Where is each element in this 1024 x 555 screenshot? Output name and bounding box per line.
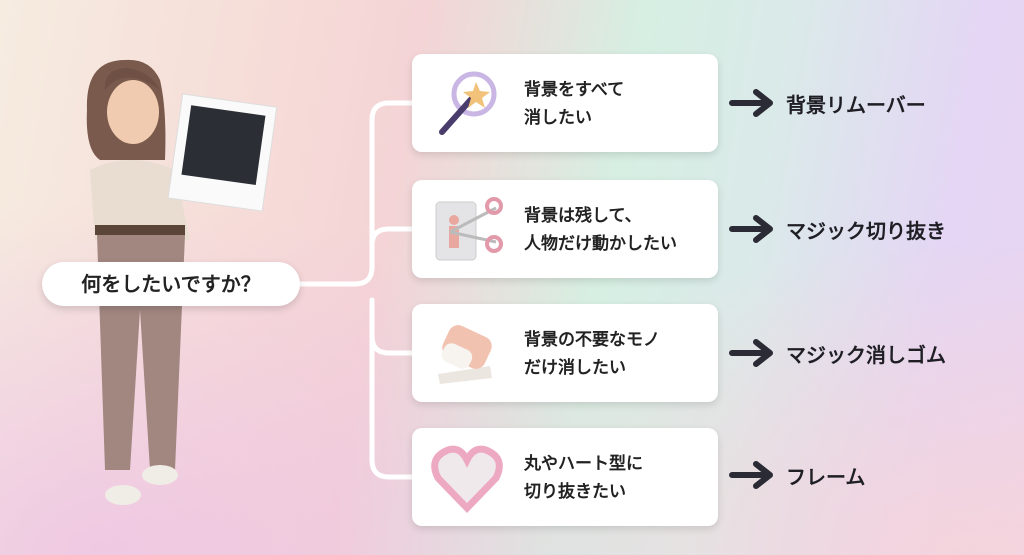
result-magic-cutout[interactable]: マジック切り抜き: [786, 219, 946, 243]
question-bubble: 何をしたいですか？: [42, 262, 300, 306]
heart-frame-icon: [431, 445, 503, 514]
option-text-line2: 切り抜きたい: [524, 482, 626, 502]
option-card-frame[interactable]: 丸やハート型に切り抜きたい: [412, 428, 718, 526]
arrow-right-icon: [729, 461, 773, 489]
option-text-line1: 丸やハート型に: [524, 454, 643, 474]
arrow-right-icon: [729, 215, 773, 243]
magic-wand-icon: [439, 71, 497, 135]
scissors-icon: [435, 197, 503, 261]
option-text-line1: 背景をすべて: [524, 80, 625, 100]
option-text-line2: 人物だけ動かしたい: [524, 234, 677, 254]
result-background-remover[interactable]: 背景リムーバー: [786, 93, 926, 117]
option-card-magic-cutout[interactable]: 背景は残して、人物だけ動かしたい: [412, 180, 718, 278]
option-text-line2: だけ消したい: [524, 358, 626, 378]
option-text-line1: 背景は残して、: [524, 206, 642, 226]
option-text-line1: 背景の不要なモノ: [524, 330, 660, 350]
result-magic-eraser[interactable]: マジック消しゴム: [786, 343, 946, 367]
option-card-magic-eraser[interactable]: 背景の不要なモノだけ消したい: [412, 304, 718, 402]
arrow-right-icon: [729, 339, 773, 367]
option-text-line2: 消したい: [524, 108, 592, 128]
option-card-background-remove[interactable]: 背景をすべて消したい: [412, 54, 718, 152]
result-frame[interactable]: フレーム: [786, 465, 866, 489]
arrow-right-icon: [729, 89, 773, 117]
eraser-icon: [438, 325, 492, 384]
